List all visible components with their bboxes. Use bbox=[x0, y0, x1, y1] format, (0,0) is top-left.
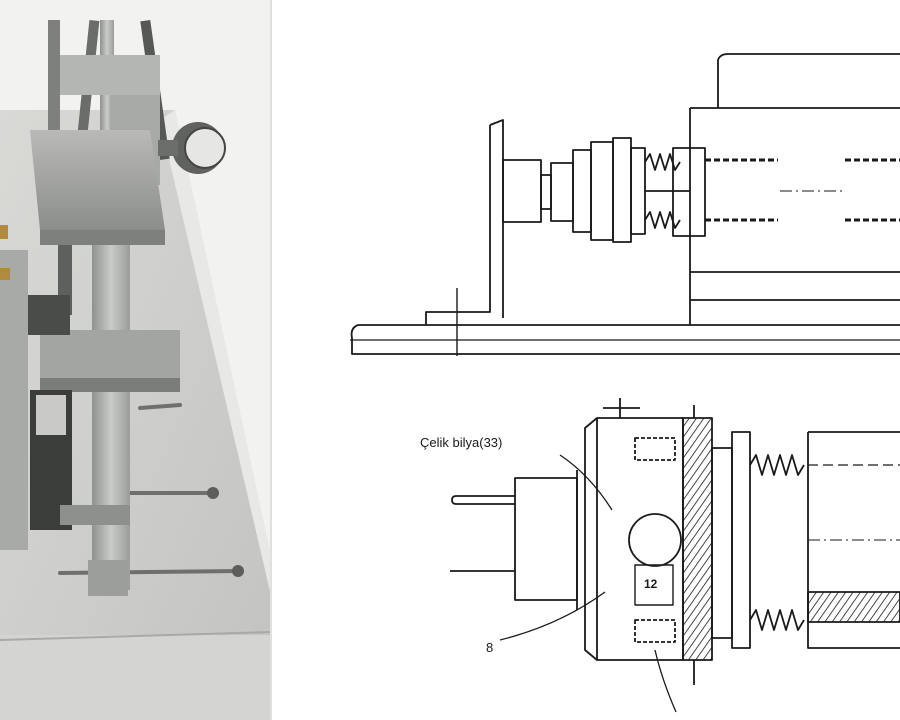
coupling-small bbox=[540, 174, 552, 210]
housing-body bbox=[584, 417, 684, 661]
leader-item-8 bbox=[499, 591, 606, 641]
sample-holder bbox=[20, 295, 70, 335]
item-8-callout: 8 bbox=[486, 640, 494, 655]
section-detail-view bbox=[450, 398, 900, 713]
motor-body bbox=[514, 477, 578, 601]
frame-column-base bbox=[88, 560, 128, 596]
frame-upright-left bbox=[48, 20, 60, 130]
lower-bearing bbox=[634, 619, 676, 643]
top-crosshead bbox=[60, 55, 160, 95]
threaded-rods bbox=[705, 158, 900, 222]
hatched-section bbox=[682, 417, 713, 661]
brass-part bbox=[0, 225, 8, 239]
disc-2 bbox=[590, 141, 614, 241]
upper-plate bbox=[30, 130, 165, 230]
spring-lower bbox=[749, 609, 805, 631]
bench-front-edge bbox=[0, 635, 272, 720]
spring-upper bbox=[644, 153, 681, 171]
upper-plate-front bbox=[40, 230, 165, 245]
disc-3 bbox=[612, 137, 632, 243]
steel-ball-callout: Çelik bilya(33) bbox=[420, 435, 503, 450]
upper-bearing bbox=[634, 437, 676, 461]
lower-plate bbox=[60, 505, 130, 525]
spring-upper bbox=[749, 454, 805, 476]
technical-drawing bbox=[350, 53, 900, 713]
frame-column bbox=[92, 200, 130, 590]
plate bbox=[731, 431, 751, 649]
flange bbox=[711, 447, 733, 639]
collar bbox=[672, 147, 706, 237]
right-housing bbox=[807, 431, 900, 649]
apparatus-photo bbox=[0, 0, 272, 720]
side-elevation-view bbox=[350, 53, 900, 356]
motor-cap bbox=[36, 395, 66, 435]
leader-steel-ball bbox=[559, 454, 613, 511]
coupling bbox=[550, 162, 574, 222]
bolt-head bbox=[207, 487, 219, 499]
housing-top-cover bbox=[717, 53, 900, 108]
disc-1 bbox=[572, 149, 592, 233]
spring-lower bbox=[644, 211, 681, 229]
bolt-head bbox=[232, 565, 244, 577]
motor-block bbox=[502, 159, 542, 223]
disc-4 bbox=[630, 147, 646, 235]
dial-face bbox=[184, 127, 226, 169]
steel-ball bbox=[628, 513, 682, 567]
bench-seam bbox=[0, 631, 272, 641]
ball-seat bbox=[634, 564, 674, 606]
bench-edge bbox=[160, 110, 272, 600]
side-bracket bbox=[0, 250, 28, 550]
dial-stem bbox=[158, 140, 178, 156]
main-housing bbox=[689, 107, 900, 325]
l-bracket bbox=[425, 119, 504, 325]
item-12-callout: 12 bbox=[644, 577, 658, 591]
right-housing-hatch bbox=[807, 591, 900, 623]
base-plate bbox=[350, 324, 900, 355]
pin-upper bbox=[451, 495, 515, 505]
middle-plate-front bbox=[40, 378, 180, 392]
leader-item-bottom bbox=[654, 649, 677, 713]
brass-part bbox=[0, 268, 10, 280]
